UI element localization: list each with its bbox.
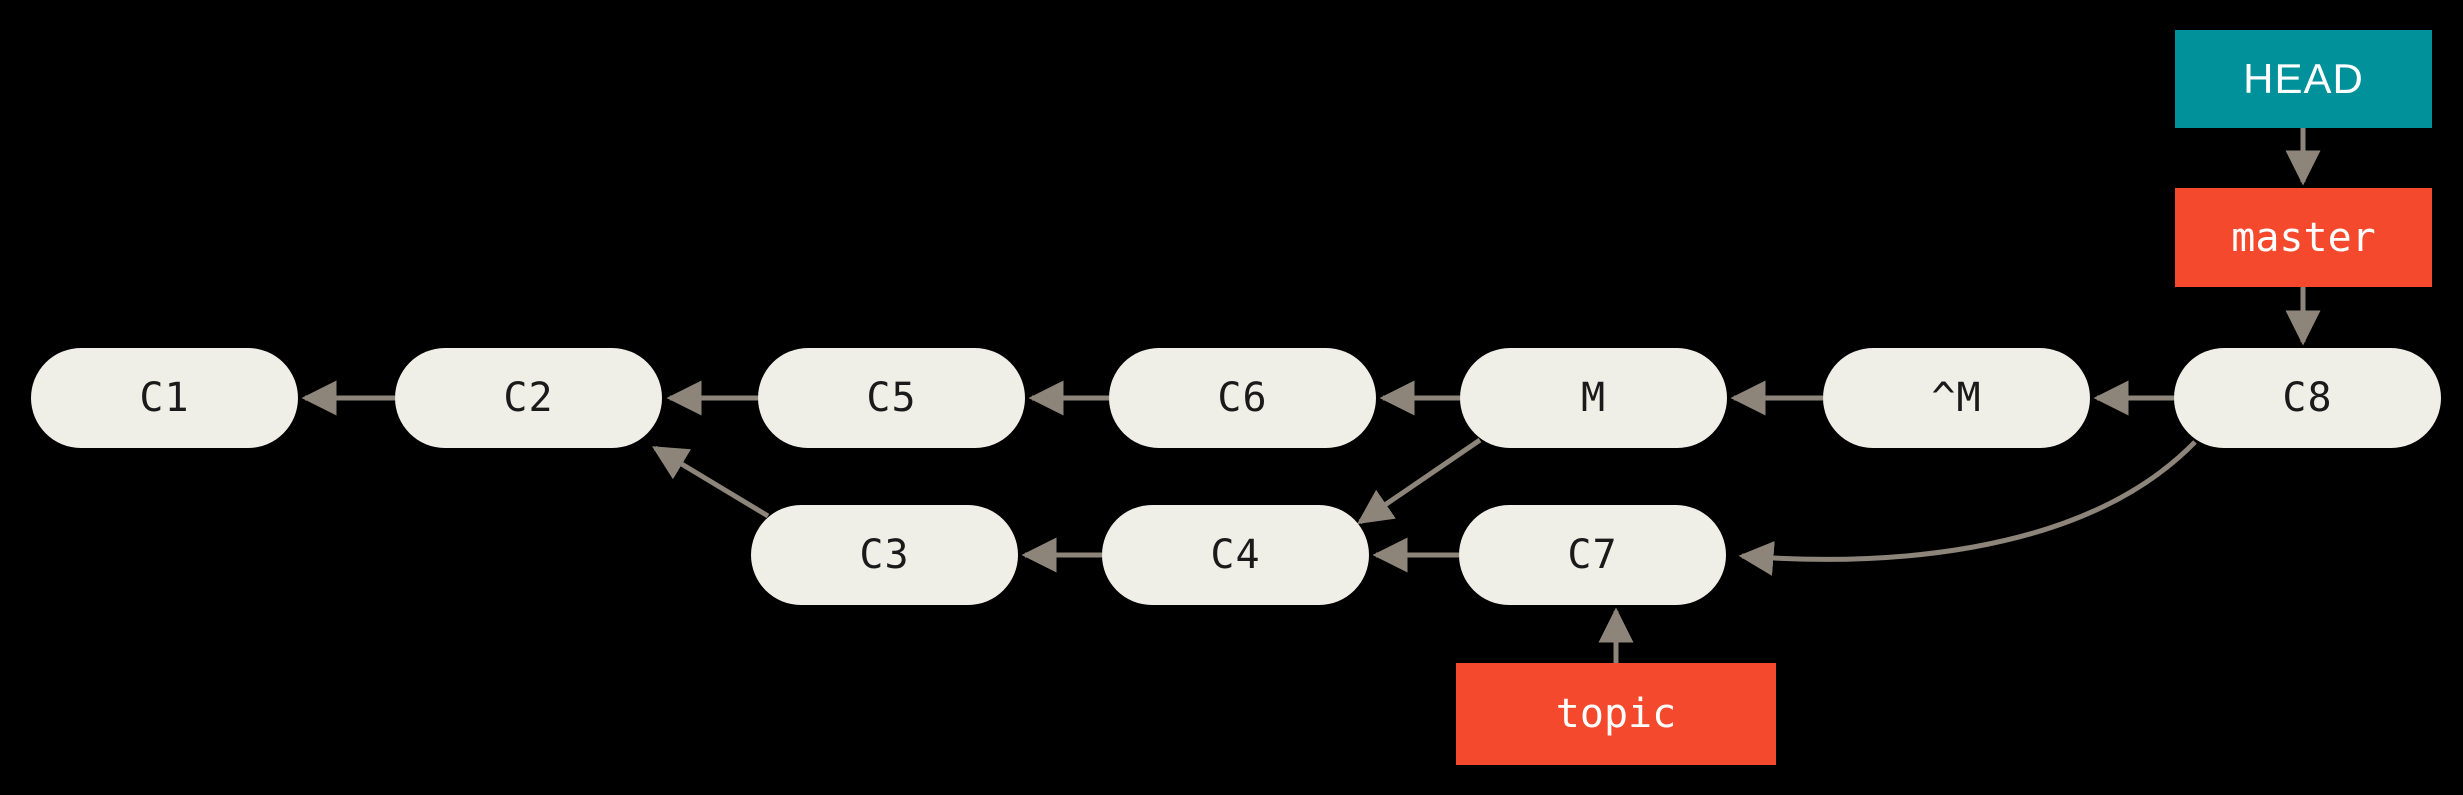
commit-node-m-caret[interactable]: ^M (1823, 348, 2090, 448)
head-label: HEAD (2243, 55, 2364, 102)
commit-node-c5[interactable]: C5 (758, 348, 1025, 448)
commit-node-c2[interactable]: C2 (395, 348, 662, 448)
commit-label: C1 (139, 375, 190, 421)
commit-node-c3[interactable]: C3 (751, 505, 1018, 605)
branch-box-topic[interactable]: topic (1456, 663, 1776, 765)
commit-node-m[interactable]: M (1460, 348, 1727, 448)
commit-label: C2 (503, 375, 554, 421)
commit-label: ^M (1931, 375, 1982, 421)
commit-label: C7 (1567, 532, 1618, 578)
commit-node-c7[interactable]: C7 (1459, 505, 1726, 605)
edge-c8-to-c7 (1738, 440, 2197, 576)
commit-label: C3 (859, 532, 910, 578)
commit-node-c8[interactable]: C8 (2174, 348, 2441, 448)
commit-label: C5 (866, 375, 917, 421)
commit-label: C8 (2282, 375, 2333, 421)
commit-node-c4[interactable]: C4 (1102, 505, 1369, 605)
edge-c3-to-c2 (652, 445, 770, 519)
branch-label: master (2231, 214, 2376, 261)
commit-label: C6 (1217, 375, 1268, 421)
branch-label: topic (1555, 691, 1677, 737)
commit-label: C4 (1210, 532, 1261, 578)
commit-node-c6[interactable]: C6 (1109, 348, 1376, 448)
branch-box-master[interactable]: master (2175, 188, 2432, 287)
edge-m-to-c4 (1357, 437, 1482, 525)
head-pointer-box[interactable]: HEAD (2175, 30, 2432, 128)
commit-label: M (1580, 375, 1607, 421)
commit-node-c1[interactable]: C1 (31, 348, 298, 448)
